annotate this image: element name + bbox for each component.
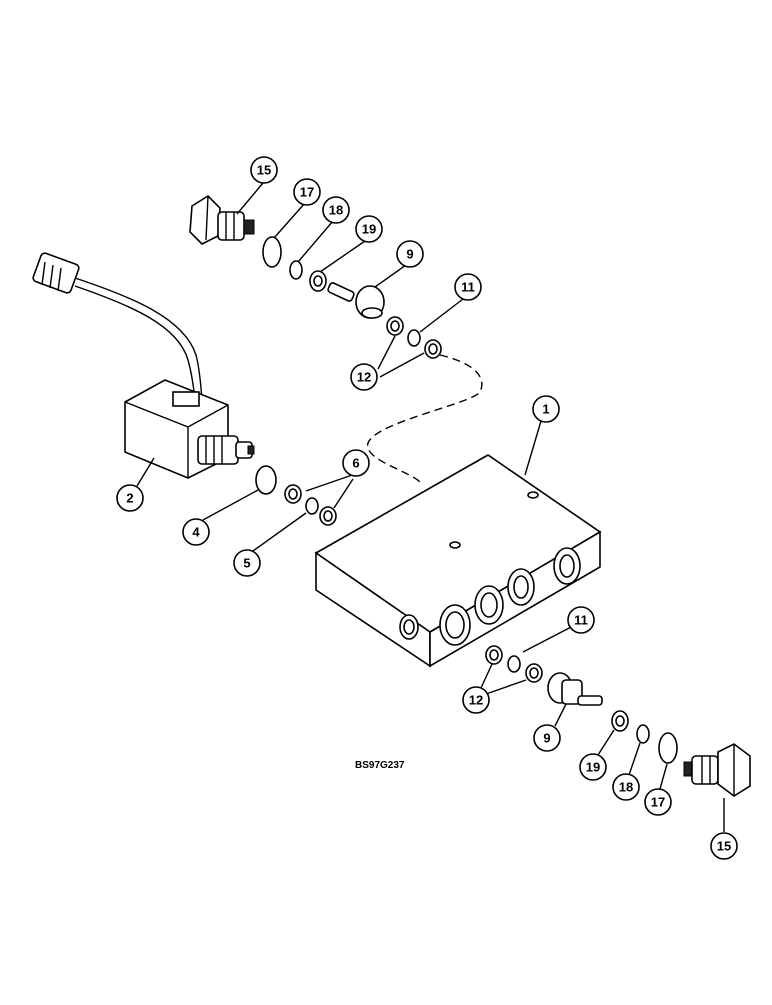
- callout-11-lower: 11: [567, 606, 595, 634]
- callout-11-upper: 11: [454, 273, 482, 301]
- figure-code: BS97G237: [355, 760, 405, 771]
- callout-label: 2: [126, 491, 133, 506]
- callout-19-lower: 19: [579, 753, 607, 781]
- callout-15-lower: 15: [710, 832, 738, 860]
- callout-17-lower: 17: [644, 788, 672, 816]
- callout-12-lower: 12: [462, 686, 490, 714]
- callout-1: 1: [532, 395, 560, 423]
- assembly-line: [367, 354, 483, 483]
- callout-label: 4: [192, 525, 200, 540]
- seal-rings-upper-left: [255, 465, 337, 526]
- callout-label: 9: [406, 247, 413, 262]
- callout-label: 5: [243, 556, 250, 571]
- callout-4: 4: [182, 518, 210, 546]
- callout-9-upper: 9: [396, 240, 424, 268]
- callout-15-upper: 15: [250, 156, 278, 184]
- callout-label: 11: [574, 613, 588, 628]
- callout-label: 9: [543, 731, 550, 746]
- callout-label: 18: [619, 780, 633, 795]
- callout-label: 12: [469, 693, 483, 708]
- relief-valve-upper: [189, 194, 442, 359]
- callout-label: 12: [357, 370, 371, 385]
- callout-label: 19: [362, 222, 376, 237]
- callout-label: 19: [586, 760, 600, 775]
- callout-label: 11: [461, 280, 475, 295]
- callout-12-upper: 12: [350, 363, 378, 391]
- valve-block: [314, 454, 602, 668]
- leader-lines: [136, 182, 725, 832]
- solenoid-valve: [32, 252, 255, 479]
- callout-6: 6: [342, 449, 370, 477]
- callout-label: 6: [352, 456, 359, 471]
- callout-label: 17: [651, 795, 665, 810]
- callout-9-lower: 9: [533, 724, 561, 752]
- callout-18-upper: 18: [322, 196, 350, 224]
- callout-label: 17: [300, 185, 314, 200]
- callout-label: 18: [329, 203, 343, 218]
- callout-19-upper: 19: [355, 215, 383, 243]
- callout-18-lower: 18: [612, 773, 640, 801]
- callout-5: 5: [233, 549, 261, 577]
- callout-17-upper: 17: [293, 178, 321, 206]
- callout-label: 1: [542, 402, 549, 417]
- callout-label: 15: [257, 163, 271, 178]
- callout-label: 15: [717, 839, 731, 854]
- relief-valve-lower: [485, 645, 751, 797]
- callout-2: 2: [116, 484, 144, 512]
